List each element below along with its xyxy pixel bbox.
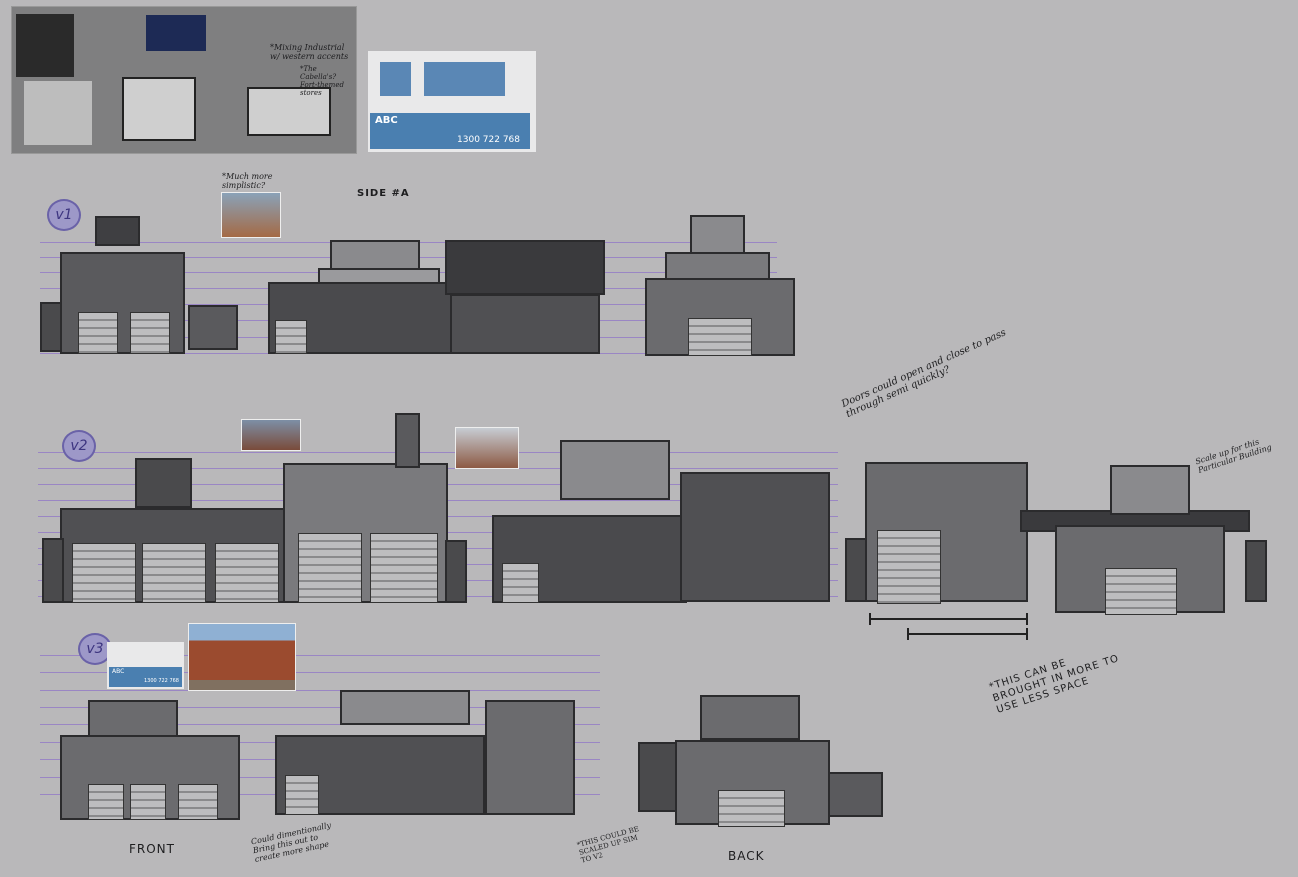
guide-line	[38, 452, 838, 453]
front-label: FRONT	[129, 842, 175, 856]
reference-photo	[188, 623, 296, 691]
building-sketch-block	[40, 302, 62, 352]
building-sketch-block	[638, 742, 678, 812]
guide-line	[40, 672, 600, 673]
building-sketch-block	[188, 305, 238, 350]
building-sketch-block	[485, 700, 575, 815]
building-sketch-block	[1245, 540, 1267, 602]
garage-door	[88, 784, 124, 820]
scale-up-note: Scale up for this Particular Building	[1194, 437, 1273, 475]
building-sketch-block	[42, 538, 64, 603]
building-sketch-block	[445, 540, 467, 603]
garage-door	[370, 533, 438, 603]
sign-brand: ABC	[112, 668, 125, 675]
doors-note: Doors could open and close to pass throu…	[840, 327, 1008, 421]
building-sketch-block	[450, 294, 600, 354]
garage-door	[275, 320, 307, 354]
garage-door	[1105, 568, 1177, 615]
sign-phone: 1300 722 768	[457, 135, 520, 145]
building-sketch-block	[560, 440, 670, 500]
building-sketch-block	[828, 772, 883, 817]
sign-banner: ABC 1300 722 768	[370, 113, 530, 149]
sketch-building	[247, 87, 331, 136]
garage-door	[78, 312, 118, 354]
building-sketch-block	[340, 690, 470, 725]
building-sketch-block	[690, 215, 745, 255]
building-sketch-block	[88, 700, 178, 740]
side-label: SIDE #A	[357, 188, 410, 199]
simplistic-note: *Much more simplistic?	[222, 172, 273, 190]
reference-photo-night	[146, 15, 206, 51]
garage-door	[502, 563, 539, 603]
sketch-building	[122, 77, 196, 141]
version-badge-v2: v2	[62, 430, 96, 462]
sign-reference: ABC 1300 722 768	[368, 51, 536, 152]
garage-door	[688, 318, 752, 356]
sign-phone: 1300 722 768	[144, 678, 179, 684]
guide-line	[40, 724, 600, 725]
building-sketch-block	[680, 472, 830, 602]
version-badge-v1: v1	[47, 199, 81, 231]
garage-door	[215, 543, 279, 603]
garage-door	[72, 543, 136, 603]
building-sketch-block	[1110, 465, 1190, 515]
sign-small-panel	[380, 62, 411, 96]
board-note: *The Cabella's? Fort-themed stores	[300, 65, 344, 97]
reference-photo	[221, 192, 281, 238]
reference-board: *Mixing Industrial w/ western accents *T…	[11, 6, 357, 154]
garage-door	[877, 530, 941, 604]
reference-sketch	[24, 81, 92, 145]
building-sketch-block	[95, 216, 140, 246]
garage-door	[130, 784, 166, 820]
scale-note: *THIS COULD BE SCALED UP SIM TO V2	[576, 824, 640, 865]
garage-door	[130, 312, 170, 354]
garage-door	[285, 775, 319, 815]
garage-door	[142, 543, 206, 603]
guide-line	[40, 707, 600, 708]
guide-line	[40, 690, 600, 691]
building-sketch-block	[445, 240, 605, 295]
garage-door	[298, 533, 362, 603]
reference-photo-bw	[16, 14, 74, 77]
dimension-note: Could dimentionally Bring this out to cr…	[250, 820, 332, 865]
building-sketch-block	[700, 695, 800, 740]
space-note: *THIS CAN BE BROUGHT IN MORE TO USE LESS…	[987, 653, 1121, 716]
sign-banner: ABC 1300 722 768	[109, 667, 182, 687]
building-sketch-block	[845, 538, 867, 602]
building-sketch-block	[395, 413, 420, 468]
building-sketch-block	[135, 458, 192, 508]
sign-reference-small: ABC 1300 722 768	[107, 642, 184, 689]
guide-line	[40, 655, 600, 656]
board-note: *Mixing Industrial w/ western accents	[270, 43, 349, 61]
reference-photo	[241, 419, 301, 451]
dimension-line	[869, 613, 1028, 625]
garage-door	[178, 784, 218, 820]
dimension-line	[907, 628, 1028, 640]
garage-door	[718, 790, 785, 827]
sign-brand: ABC	[375, 115, 398, 126]
reference-photo	[455, 427, 519, 469]
sign-large-panel	[424, 62, 505, 96]
back-label: BACK	[728, 849, 765, 863]
